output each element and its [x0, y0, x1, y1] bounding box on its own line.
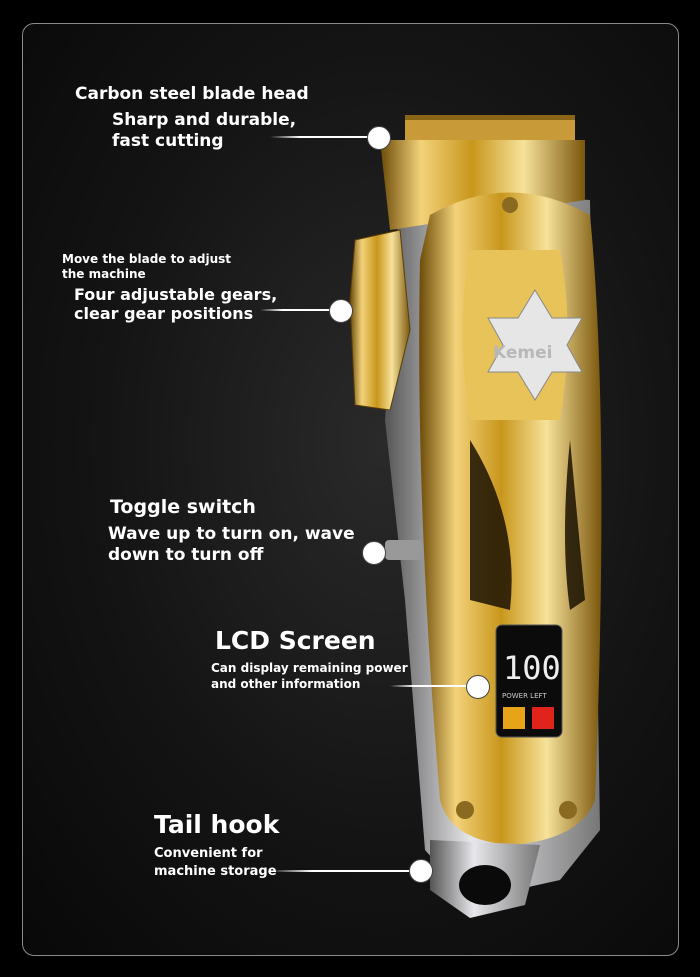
blade-callout-dot — [367, 126, 391, 150]
lcd-callout-title: LCD Screen — [215, 626, 376, 655]
tail-hook-hole — [459, 865, 511, 905]
blade-callout-line — [270, 136, 370, 138]
screw-bottom-right — [559, 801, 577, 819]
toggle-callout-title: Toggle switch — [110, 496, 256, 518]
gold-body-grooves — [470, 440, 585, 610]
lcd-callout-line — [390, 685, 470, 687]
blade-teeth-shadow — [405, 115, 575, 120]
tail-callout-desc-2: machine storage — [154, 864, 277, 879]
tail-callout-title: Tail hook — [154, 810, 280, 839]
screw-bottom-left — [456, 801, 474, 819]
gears-callout-line — [260, 309, 335, 311]
tail-callout-line — [270, 870, 410, 872]
toggle-callout-desc-1: Wave up to turn on, wave — [108, 524, 355, 544]
screw-top — [502, 197, 518, 213]
lcd-label: POWER LEFT — [502, 692, 547, 700]
gears-callout-desc-1: Four adjustable gears, — [74, 285, 278, 304]
lcd-callout-dot — [466, 675, 490, 699]
toggle-switch — [385, 540, 423, 560]
tail-callout-desc-1: Convenient for — [154, 846, 263, 861]
lcd-callout-desc-1: Can display remaining power — [211, 661, 408, 675]
lcd-plug-icon — [532, 707, 554, 729]
toggle-callout-desc-2: down to turn off — [108, 545, 264, 565]
gears-callout-desc-2: clear gear positions — [74, 304, 254, 323]
brand-logo: Kemei — [493, 343, 552, 363]
gear-lever — [349, 229, 411, 411]
blade-callout-desc-1: Sharp and durable, — [112, 110, 297, 130]
gears-note-1: Move the blade to adjust — [62, 252, 232, 266]
lcd-callout-desc-2: and other information — [211, 677, 361, 691]
lcd-mode-icon — [503, 707, 525, 729]
toggle-callout-dot — [362, 541, 386, 565]
gears-note-2: the machine — [62, 267, 146, 281]
lcd-value: 100 — [503, 649, 561, 687]
blade-callout-desc-2: fast cutting — [112, 131, 224, 151]
star-logo — [487, 289, 583, 401]
tail-callout-dot — [409, 859, 433, 883]
gears-callout-dot — [329, 299, 353, 323]
blade-callout-title: Carbon steel blade head — [75, 84, 309, 104]
